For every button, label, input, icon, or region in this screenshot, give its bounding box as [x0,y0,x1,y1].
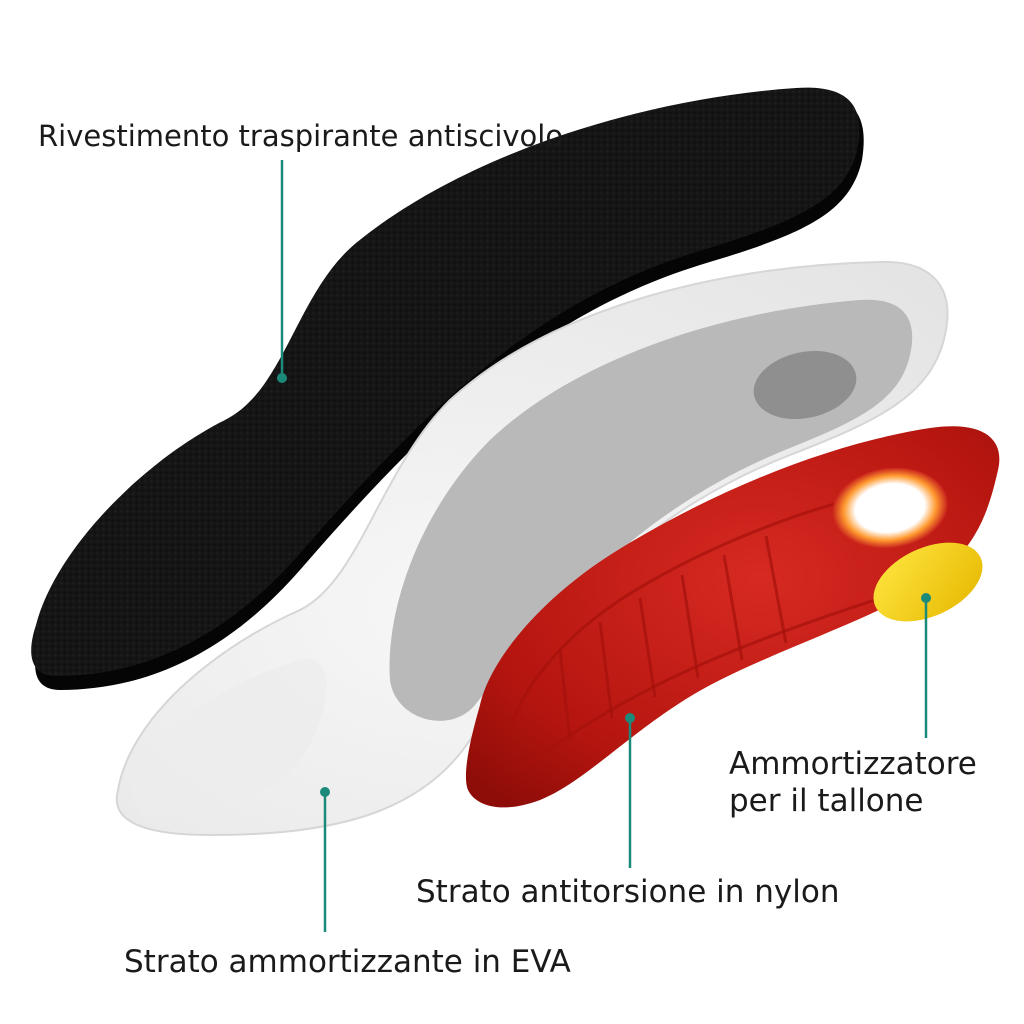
label-heel-pad-line1: Ammortizzatore [729,746,977,782]
leader-eva-dot [320,787,330,797]
label-nylon-layer: Strato antitorsione in nylon [416,874,840,910]
eva-layer [115,260,949,837]
label-eva-layer: Strato ammortizzante in EVA [124,944,571,980]
leader-lines [277,160,931,932]
leader-top-cover-dot [277,373,287,383]
eva-forefoot-shade [130,659,327,817]
eva-heel-pocket [753,350,857,420]
nylon-rib-outline [506,486,901,736]
nylon-rib-outline-2 [519,583,921,772]
label-top-cover: Rivestimento traspirante antiscivolo [38,119,564,153]
heel-pad [873,542,983,622]
top-cover-layer [31,87,864,690]
nylon-ribs [558,535,788,741]
nylon-layer [465,426,1000,808]
leader-nylon-dot [625,713,635,723]
nylon-heel-hole [832,467,948,549]
label-heel-pad-line2: per il tallone [729,783,924,820]
label-heel-pad: Ammortizzatore per il tallone [729,746,1009,820]
top-cover-surface [31,87,860,676]
leader-heel-pad-dot [921,593,931,603]
